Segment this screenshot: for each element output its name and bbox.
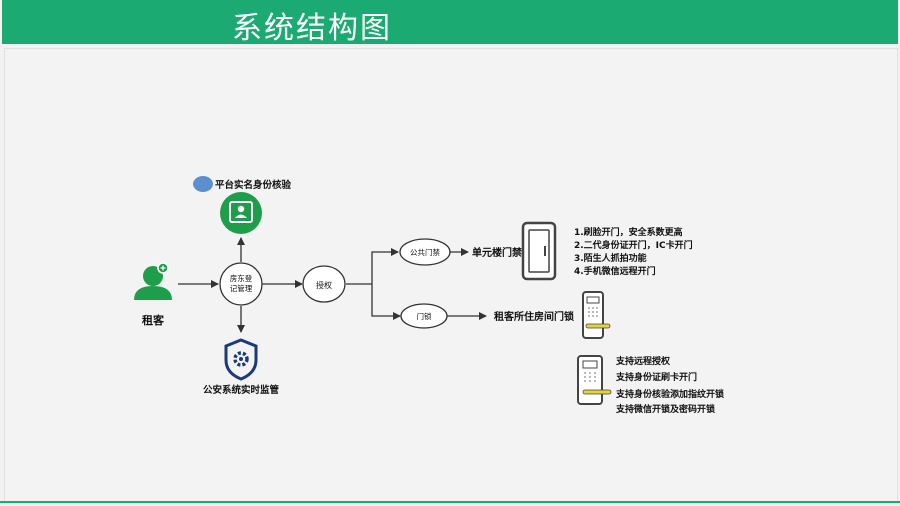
header-bar: 系统结构图	[2, 0, 898, 46]
lock-feature-4: 支持微信开锁及密码开锁	[615, 403, 715, 415]
public-gate-label: 公共门禁	[410, 248, 440, 257]
public-gate-node	[399, 238, 451, 266]
user-icon	[134, 262, 172, 300]
door-lock-label: 门锁	[417, 311, 432, 321]
lock-feature-1: 支持远程授权	[615, 355, 671, 367]
tenant-label: 租客	[142, 313, 165, 327]
auth-label: 授权	[316, 280, 332, 290]
auth-node	[302, 265, 346, 303]
door-lock-node	[400, 303, 448, 329]
edge-branch-public	[371, 248, 399, 284]
lock-feature-2: 支持身份证刷卡开门	[615, 371, 697, 383]
unit-gate-label: 单元楼门禁	[472, 246, 522, 259]
gate-feature-2: 2.二代身份证开门，IC卡开门	[574, 239, 693, 251]
platform-label: 平台实名身份核验	[215, 179, 292, 191]
gate-feature-1: 1.刷脸开门，安全系数更高	[574, 226, 683, 238]
page-title: 系统结构图	[232, 11, 392, 46]
shield-gear-icon	[224, 338, 258, 381]
gate-feature-list: 1.刷脸开门，安全系数更高 2.二代身份证开门，IC卡开门 3.陌生人抓拍功能 …	[574, 226, 693, 277]
smart-lock-icon	[582, 291, 611, 339]
landlord-label-line1: 房东登	[230, 273, 253, 283]
police-label: 公安系统实时监管	[203, 384, 280, 396]
lock-feature-3: 支持身份核验添加指纹开锁	[615, 388, 724, 400]
gate-feature-3: 3.陌生人抓拍功能	[574, 252, 647, 264]
landlord-label-line2: 记管理	[230, 283, 253, 293]
platform-dot	[193, 176, 213, 192]
room-lock-label: 租客所住房间门锁	[494, 310, 574, 323]
bottom-accent-line	[0, 501, 900, 503]
id-card-icon	[220, 192, 262, 234]
smart-lock-icon	[577, 355, 612, 405]
edge-branch-lock	[371, 284, 401, 320]
landlord-node	[219, 262, 263, 306]
lock-feature-list: 支持远程授权 支持身份证刷卡开门 支持身份核验添加指纹开锁 支持微信开锁及密码开…	[615, 355, 724, 415]
gate-feature-4: 4.手机微信远程开门	[574, 265, 656, 277]
door-icon	[521, 221, 557, 281]
